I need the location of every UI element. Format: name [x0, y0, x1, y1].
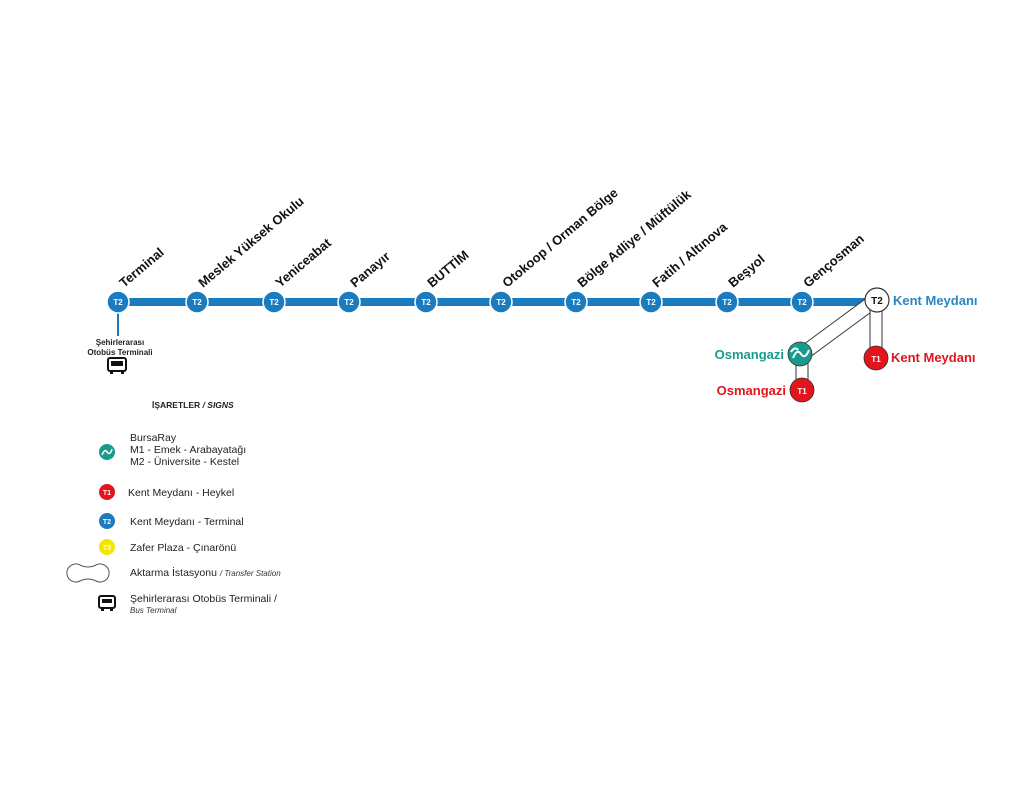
station-kent-meydani-t1[interactable]: T1 Kent Meydanı: [863, 345, 976, 371]
t2-station-marker: [185, 290, 209, 314]
svg-text:T1: T1: [103, 490, 111, 497]
t2-badge: T2: [344, 298, 354, 307]
t2-station-marker: [790, 290, 814, 314]
t1-badge: T1: [797, 387, 807, 396]
svg-text:İŞARETLER / SIGNS: İŞARETLER / SIGNS: [152, 400, 234, 410]
t1-icon: [99, 484, 115, 500]
t3-icon: [99, 539, 115, 555]
station-osmangazi-bursaray[interactable]: Osmangazi: [715, 341, 813, 367]
svg-text:Aktarma İstasyonu / Transfer S: Aktarma İstasyonu / Transfer Station: [130, 566, 281, 579]
station-osmangazi-t1[interactable]: T1 Osmangazi: [717, 377, 815, 403]
legend-t1-label: Kent Meydanı - Heykel: [128, 487, 234, 499]
station-label: Kent Meydanı: [891, 350, 976, 365]
t2-station-marker: [715, 290, 739, 314]
t2-badge: T2: [871, 296, 883, 307]
t2-badge: T2: [646, 298, 656, 307]
bus-icon: [107, 357, 127, 374]
t2-station-marker: [106, 290, 130, 314]
legend-title-en: / SIGNS: [202, 400, 235, 410]
legend-transfer-label-en: / Transfer Station: [219, 569, 281, 578]
legend-bursaray-l1: BursaRay: [130, 432, 177, 444]
bus-icon: [98, 595, 116, 611]
legend-transfer-label: Aktarma İstasyonu: [130, 566, 217, 579]
legend-t3-label: Zafer Plaza - Çınarönü: [130, 542, 236, 554]
station-label: BUTTİM: [424, 247, 471, 290]
legend-bursaray-l3: M2 - Üniversite - Kestel: [130, 456, 239, 468]
t2-badge: T2: [496, 298, 506, 307]
station-label: Terminal: [116, 245, 166, 291]
legend: İŞARETLER / SIGNS BursaRay M1 - Emek - A…: [66, 400, 281, 615]
station-label: Beşyol: [725, 251, 767, 290]
t2-station-marker: [489, 290, 513, 314]
legend-bus-label-en: Bus Terminal: [130, 606, 177, 615]
t2-icon: [99, 513, 115, 529]
bursaray-icon: [790, 347, 810, 359]
station-label: Osmangazi: [717, 383, 786, 398]
t2-badge: T2: [192, 298, 202, 307]
station-label: Yeniceabat: [272, 235, 334, 291]
t2-station-marker: [639, 290, 663, 314]
t1-badge: T1: [871, 355, 881, 364]
station-kent-meydani-t2[interactable]: T2 Kent Meydanı: [864, 287, 978, 313]
legend-t2-label: Kent Meydanı - Terminal: [130, 516, 244, 528]
svg-text:T2: T2: [103, 519, 111, 526]
station-label: Osmangazi: [715, 347, 784, 362]
station-label: Kent Meydanı: [893, 293, 978, 308]
t2-badge: T2: [722, 298, 732, 307]
t2-badge: T2: [797, 298, 807, 307]
t2-station-marker: [337, 290, 361, 314]
transfer-station-icon: [66, 563, 110, 583]
legend-title: İŞARETLER: [152, 400, 200, 410]
svg-text:T3: T3: [103, 545, 111, 552]
t2-station-marker: [564, 290, 588, 314]
station-label: Panayır: [347, 249, 393, 291]
terminal-note-line1: Şehirlerarası: [96, 338, 144, 347]
legend-bursaray-l2: M1 - Emek - Arabayatağı: [130, 444, 246, 456]
t2-station-marker: [414, 290, 438, 314]
t2-badge: T2: [269, 298, 279, 307]
t2-badge: T2: [571, 298, 581, 307]
t2-badge: T2: [421, 298, 431, 307]
t2-badge: T2: [113, 298, 123, 307]
t2-station-marker: [262, 290, 286, 314]
legend-bus-label: Şehirlerarası Otobüs Terminali /: [130, 593, 277, 605]
station-label: Gençosman: [800, 231, 867, 290]
terminal-note-line2: Otobüs Terminali: [87, 348, 152, 357]
station-label: Fatih / Altınova: [649, 219, 730, 291]
